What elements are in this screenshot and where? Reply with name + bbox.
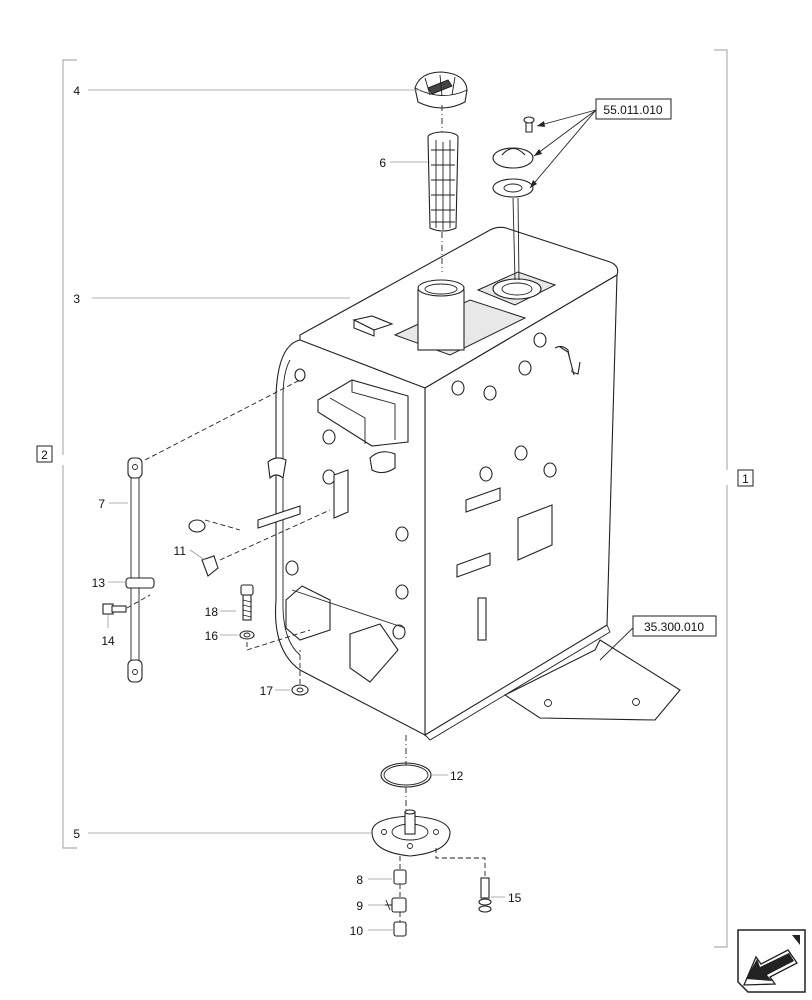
washer-16 [239, 630, 255, 640]
callout-3: 3 [73, 292, 80, 306]
ref-box-35-300-010[interactable]: 35.300.010 [632, 615, 717, 637]
group-box-2: 2 [36, 445, 53, 463]
plug-10 [393, 921, 407, 937]
o-ring-12 [380, 762, 432, 788]
leader-lines [88, 89, 505, 931]
callout-9: 9 [356, 899, 363, 913]
callout-17: 17 [260, 684, 274, 698]
callout-15: 15 [508, 891, 522, 905]
level-sender-assembly [492, 116, 535, 281]
filler-cap [414, 71, 468, 109]
washer-17 [291, 650, 309, 696]
group-label-2: 2 [41, 448, 48, 462]
bolt-18 [240, 584, 254, 621]
callout-14: 14 [101, 634, 115, 648]
drain-flange-5 [371, 809, 451, 857]
callout-8: 8 [356, 873, 363, 887]
group-bracket-1 [714, 49, 728, 948]
callout-5: 5 [73, 827, 80, 841]
ref-label-55-011-010[interactable]: 55.011.010 [603, 103, 662, 117]
bolt-15 [435, 848, 492, 913]
group-label-1: 1 [742, 472, 749, 486]
callout-18: 18 [205, 605, 219, 619]
callout-12: 12 [450, 769, 464, 783]
mounting-plate [503, 639, 681, 721]
callout-11: 11 [174, 544, 187, 558]
callout-7: 7 [98, 497, 105, 511]
fitting-11 [188, 509, 331, 577]
ref-connector-35-300-010 [599, 625, 636, 661]
previous-page-arrow-icon[interactable] [737, 929, 806, 993]
callout-10: 10 [350, 924, 364, 938]
adapter-8 [393, 869, 407, 885]
ref-box-55-011-010[interactable]: 55.011.010 [595, 98, 672, 120]
filler-strainer [427, 131, 459, 232]
callout-numbers: 4 6 3 7 11 13 14 18 16 17 12 5 8 9 10 15 [73, 84, 521, 938]
valve-9 [385, 897, 407, 913]
ref-label-35-300-010[interactable]: 35.300.010 [644, 620, 704, 634]
callout-4: 4 [73, 84, 80, 98]
group-box-1: 1 [737, 469, 754, 487]
callout-13: 13 [92, 576, 106, 590]
hydraulic-tank [257, 226, 619, 741]
level-gauge [125, 457, 155, 683]
group-bracket-2 [62, 59, 77, 849]
callout-6: 6 [379, 156, 386, 170]
ref-arrows-55-011-010 [529, 109, 597, 189]
callout-16: 16 [205, 629, 219, 643]
screw-14 [102, 594, 151, 615]
